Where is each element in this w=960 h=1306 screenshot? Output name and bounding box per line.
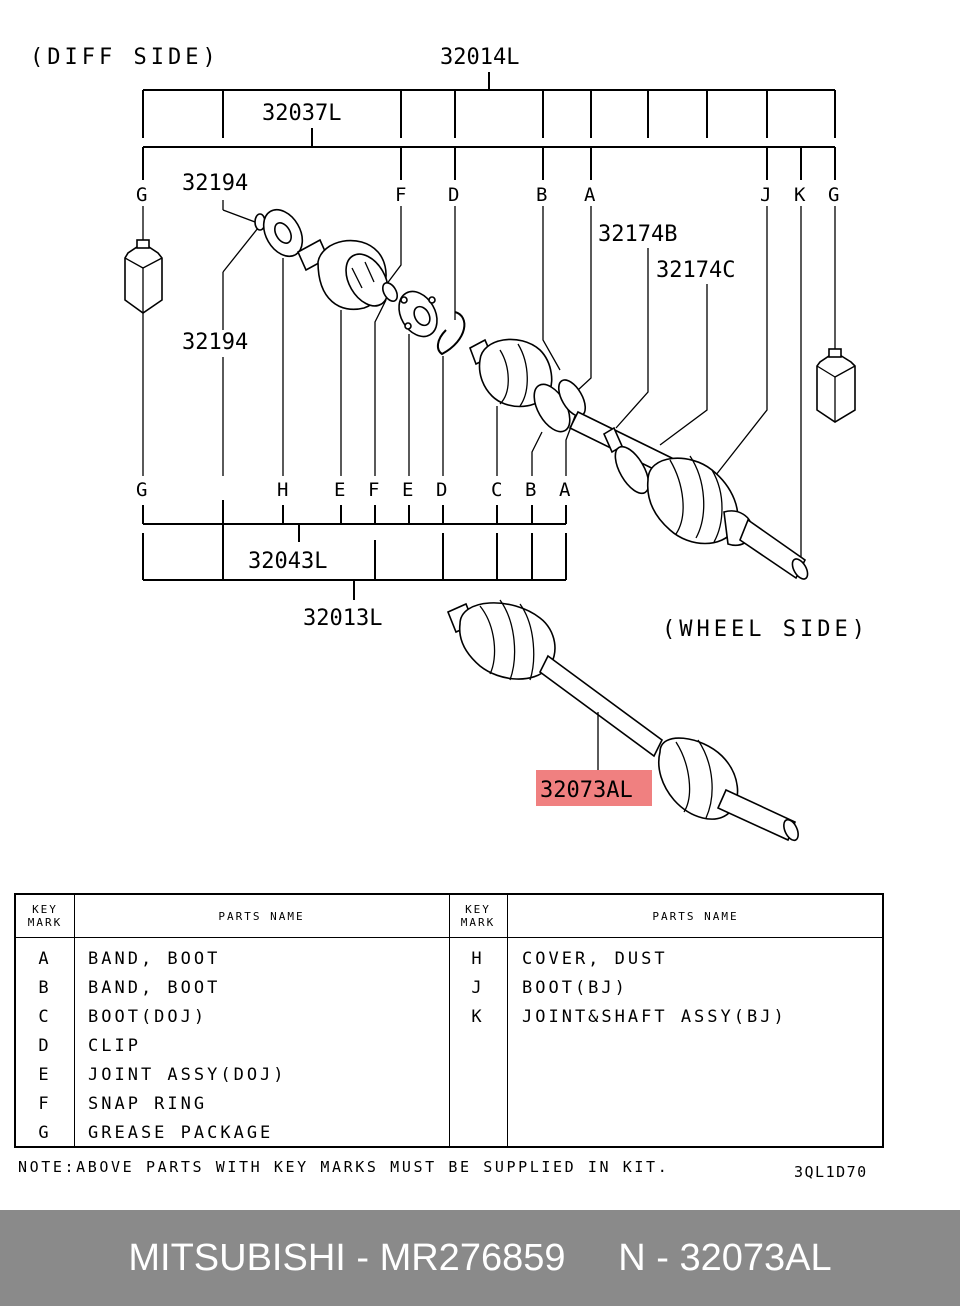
legend-mark: G xyxy=(38,1122,52,1143)
bottom-mark-e2: E xyxy=(402,479,413,501)
label-32013L: 32013L xyxy=(303,606,382,631)
footer-part-reference: MITSUBISHI - MR276859 N - 32073AL xyxy=(128,1236,832,1279)
top-leader-lines xyxy=(142,200,836,565)
highlight-box xyxy=(536,770,652,806)
top-mark-j: J xyxy=(760,184,771,206)
label-32194-top: 32194 xyxy=(182,171,248,196)
legend-part-name: SNAP RING xyxy=(88,1093,208,1114)
top-mark-b: B xyxy=(536,184,547,206)
legend-part-name: GREASE PACKAGE xyxy=(88,1122,274,1143)
legend-part-name: JOINT&SHAFT ASSY(BJ) xyxy=(522,1006,787,1027)
exploded-components xyxy=(254,208,809,580)
bracket-32037L: 32037L xyxy=(142,101,836,180)
grease-package-left xyxy=(124,239,163,314)
label-32073AL: 32073AL xyxy=(540,778,633,803)
top-mark-f: F xyxy=(395,184,406,206)
bottom-mark-a: A xyxy=(559,479,571,501)
bottom-mark-g: G xyxy=(136,479,147,501)
legend-mark: E xyxy=(38,1064,52,1085)
bottom-mark-f: F xyxy=(368,479,379,501)
label-32043L: 32043L xyxy=(248,549,327,574)
bottom-leader-lines xyxy=(142,258,576,476)
legend-part-name: BAND, BOOT xyxy=(88,977,221,998)
legend-mark: J xyxy=(471,977,485,998)
exploded-parts-diagram: (DIFF SIDE) (WHEEL SIDE) 32014L 32037L G… xyxy=(30,45,869,842)
top-mark-d: D xyxy=(448,184,459,206)
legend-mark: D xyxy=(38,1035,52,1056)
bracket-32014L: 32014L xyxy=(142,45,836,138)
wheel-side-label: (WHEEL SIDE) xyxy=(662,617,869,642)
bottom-mark-h: H xyxy=(277,479,288,501)
bracket-32043L: 32043L xyxy=(142,500,567,574)
parts-name-header-left: PARTS NAME xyxy=(218,909,305,923)
legend-mark: A xyxy=(38,948,52,969)
diff-side-label: (DIFF SIDE) xyxy=(30,45,220,70)
bottom-mark-d: D xyxy=(436,479,447,501)
legend-mark: C xyxy=(38,1006,52,1027)
legend-mark: K xyxy=(471,1006,485,1027)
legend-part-name: CLIP xyxy=(88,1035,141,1056)
label-32037L: 32037L xyxy=(262,101,341,126)
label-32174C: 32174C xyxy=(656,258,735,283)
top-mark-a: A xyxy=(584,184,596,206)
legend-mark: F xyxy=(38,1093,52,1114)
top-mark-g1: G xyxy=(136,184,147,206)
top-key-marks: G F D B A J K G xyxy=(136,184,839,206)
legend-part-name: BOOT(DOJ) xyxy=(88,1006,208,1027)
grease-package-right xyxy=(816,348,856,423)
top-mark-g2: G xyxy=(828,184,839,206)
legend-part-name: JOINT ASSY(DOJ) xyxy=(88,1064,287,1085)
bottom-mark-c: C xyxy=(491,479,502,501)
footer-banner: MITSUBISHI - MR276859 N - 32073AL xyxy=(0,1210,960,1306)
bottom-key-marks: G H E F E D C B A xyxy=(136,479,571,501)
complete-drive-shaft xyxy=(446,599,799,842)
top-mark-k: K xyxy=(794,184,806,206)
legend-mark: B xyxy=(38,977,52,998)
legend-mark: H xyxy=(471,948,485,969)
legend-part-name: BOOT(BJ) xyxy=(522,977,628,998)
kit-note: NOTE:ABOVE PARTS WITH KEY MARKS MUST BE … xyxy=(18,1158,670,1176)
drawing-code: 3QL1D70 xyxy=(794,1163,868,1181)
label-32014L: 32014L xyxy=(440,45,519,70)
bottom-mark-b: B xyxy=(525,479,536,501)
legend-part-name: COVER, DUST xyxy=(522,948,668,969)
legend-part-name: BAND, BOOT xyxy=(88,948,221,969)
label-32174B: 32174B xyxy=(598,222,677,247)
label-32194-mid: 32194 xyxy=(182,330,248,355)
bottom-mark-e1: E xyxy=(334,479,345,501)
bracket-32013L: 32013L xyxy=(142,524,567,631)
parts-name-header-right: PARTS NAME xyxy=(652,909,739,923)
